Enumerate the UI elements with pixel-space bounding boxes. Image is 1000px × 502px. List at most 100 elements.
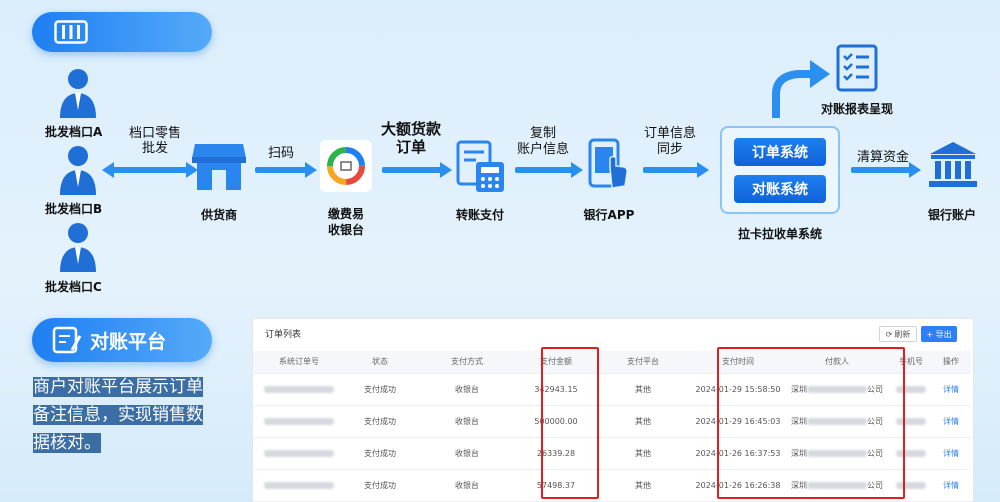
payer-suffix: 公司 bbox=[867, 384, 883, 394]
settle-label: 清算资金 bbox=[856, 150, 910, 165]
payer-prefix: 深圳 bbox=[791, 448, 807, 458]
person-b-icon bbox=[60, 146, 96, 195]
col-action: 操作 bbox=[931, 351, 971, 374]
phone-tap-icon bbox=[588, 138, 628, 189]
wholesaler-a-label: 批发档口A bbox=[45, 125, 103, 139]
store-icon bbox=[192, 144, 246, 190]
masked-payer bbox=[807, 481, 867, 489]
section-header-flow bbox=[32, 12, 212, 52]
big-payment-arrow bbox=[382, 162, 452, 178]
detail-link[interactable]: 详情 bbox=[931, 437, 971, 470]
copy-account-label: 复制 账户信息 bbox=[516, 126, 570, 157]
detail-link[interactable]: 详情 bbox=[931, 405, 971, 438]
wholesaler-c-label: 批发档口C bbox=[45, 280, 102, 294]
refresh-button[interactable]: ⟳刷新 bbox=[879, 326, 917, 342]
section-recon-title: 对账平台 bbox=[90, 331, 167, 353]
person-a-icon bbox=[60, 69, 96, 118]
cell-amount: 342943.15 bbox=[519, 373, 593, 406]
masked-phone bbox=[896, 417, 926, 425]
export-button[interactable]: + 导出 bbox=[921, 326, 957, 342]
cell-status: 支付成功 bbox=[345, 405, 415, 438]
order-list-panel: 订单列表 ⟳刷新 + 导出 系统订单号 状态 支付方式 支付金额 支付平台 支付… bbox=[252, 318, 974, 502]
col-method: 支付方式 bbox=[415, 351, 519, 374]
calculator-document-icon bbox=[456, 140, 504, 192]
detail-link[interactable]: 详情 bbox=[931, 373, 971, 406]
masked-payer bbox=[807, 417, 867, 425]
col-order-no: 系统订单号 bbox=[253, 351, 345, 374]
table-row: 支付成功 收银台 342943.15 其他 2024-01-29 15:58:5… bbox=[253, 373, 971, 406]
scan-arrow bbox=[255, 162, 317, 178]
supplier-label: 供货商 bbox=[200, 208, 238, 222]
cell-platform: 其他 bbox=[593, 373, 693, 406]
cell-time: 2024-01-29 15:58:50 bbox=[693, 373, 783, 406]
order-sync-arrow bbox=[643, 162, 709, 178]
cell-status: 支付成功 bbox=[345, 469, 415, 502]
payer-suffix: 公司 bbox=[867, 480, 883, 490]
table-header-row: 系统订单号 状态 支付方式 支付金额 支付平台 支付时间 付款人 手机号 操作 bbox=[253, 351, 971, 374]
copy-account-arrow bbox=[515, 162, 583, 178]
bank-building-icon bbox=[929, 142, 977, 187]
cell-amount: 500000.00 bbox=[519, 405, 593, 438]
cell-method: 收银台 bbox=[415, 405, 519, 438]
order-sync-label: 订单信息 同步 bbox=[643, 126, 697, 157]
refresh-icon: ⟳ bbox=[885, 329, 893, 339]
payer-prefix: 深圳 bbox=[791, 416, 807, 426]
order-table: 系统订单号 状态 支付方式 支付金额 支付平台 支付时间 付款人 手机号 操作 … bbox=[253, 351, 971, 502]
bank-account-label: 银行账户 bbox=[927, 208, 977, 222]
document-pen-icon bbox=[52, 326, 82, 354]
cell-status: 支付成功 bbox=[345, 437, 415, 470]
cell-payer: 深圳 公司 bbox=[783, 373, 891, 406]
pay-terminal-logo-icon bbox=[320, 140, 372, 192]
col-phone: 手机号 bbox=[891, 351, 931, 374]
masked-payer bbox=[807, 449, 867, 457]
checklist-report-icon bbox=[836, 44, 878, 92]
payer-prefix: 深圳 bbox=[791, 480, 807, 490]
bank-app-label: 银行APP bbox=[583, 208, 635, 222]
masked-order-no bbox=[264, 417, 334, 425]
payer-suffix: 公司 bbox=[867, 448, 883, 458]
settle-arrow bbox=[851, 162, 921, 178]
detail-link[interactable]: 详情 bbox=[931, 469, 971, 502]
cell-method: 收银台 bbox=[415, 437, 519, 470]
col-platform: 支付平台 bbox=[593, 351, 693, 374]
order-system: 订单系统 bbox=[734, 138, 826, 166]
masked-phone bbox=[896, 481, 926, 489]
columns-icon bbox=[54, 20, 88, 44]
table-row: 支付成功 收银台 26339.28 其他 2024-01-26 16:37:53… bbox=[253, 437, 971, 470]
cell-platform: 其他 bbox=[593, 437, 693, 470]
col-amount: 支付金额 bbox=[519, 351, 593, 374]
big-payment-label: 大额货款 订单 bbox=[380, 120, 442, 156]
description: 商户对账平台展示订单备注信息，实现销售数据核对。 bbox=[33, 373, 218, 457]
section-header-recon: 对账平台 bbox=[32, 318, 212, 362]
masked-order-no bbox=[264, 449, 334, 457]
masked-order-no bbox=[264, 385, 334, 393]
table-row: 支付成功 收银台 500000.00 其他 2024-01-29 16:45:0… bbox=[253, 405, 971, 438]
lakala-label: 拉卡拉收单系统 bbox=[737, 227, 823, 241]
retail-arrow bbox=[102, 162, 198, 178]
recon-report-label: 对账报表呈现 bbox=[820, 102, 894, 116]
payer-suffix: 公司 bbox=[867, 416, 883, 426]
col-status: 状态 bbox=[345, 351, 415, 374]
recon-system: 对账系统 bbox=[734, 175, 826, 203]
cell-method: 收银台 bbox=[415, 469, 519, 502]
time-payer-highlight-box bbox=[717, 347, 905, 499]
pay-terminal-label: 缴费易 收银台 bbox=[327, 207, 365, 237]
cell-status: 支付成功 bbox=[345, 373, 415, 406]
cell-platform: 其他 bbox=[593, 405, 693, 438]
cell-payer: 深圳 公司 bbox=[783, 437, 891, 470]
curve-arrow-icon bbox=[772, 60, 830, 118]
payer-prefix: 深圳 bbox=[791, 384, 807, 394]
col-time: 支付时间 bbox=[693, 351, 783, 374]
col-payer: 付款人 bbox=[783, 351, 891, 374]
cell-time: 2024-01-29 16:45:03 bbox=[693, 405, 783, 438]
person-c-icon bbox=[60, 223, 96, 272]
table-row: 支付成功 收银台 57498.37 其他 2024-01-26 16:26:38… bbox=[253, 469, 971, 502]
amount-highlight-box bbox=[541, 347, 599, 499]
cell-method: 收银台 bbox=[415, 373, 519, 406]
order-list-title: 订单列表 bbox=[265, 330, 302, 340]
cell-time: 2024-01-26 16:26:38 bbox=[693, 469, 783, 502]
scan-label: 扫码 bbox=[267, 146, 295, 161]
retail-label: 档口零售 批发 bbox=[128, 126, 182, 156]
refresh-label: 刷新 bbox=[894, 329, 911, 339]
